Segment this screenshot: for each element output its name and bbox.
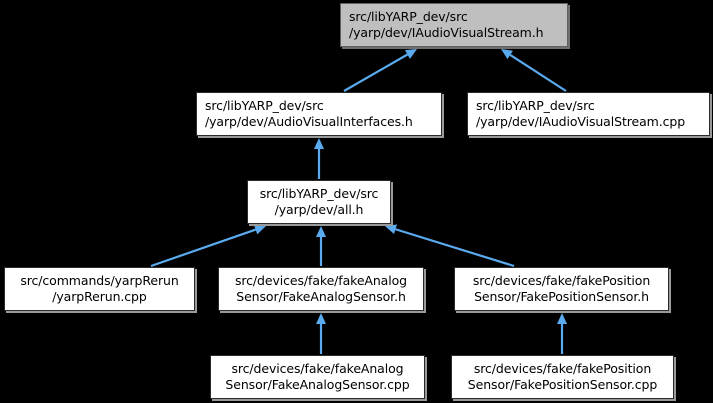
edge-fakeanalogsensorh-to-allh — [316, 226, 326, 266]
node-label-line2: Sensor/FakePositionSensor.h — [474, 289, 649, 304]
node-label-line1: src/devices/fake/fakePosition — [472, 273, 651, 288]
node-label-line1: src/devices/fake/fakeAnalog — [234, 273, 408, 288]
node-label-line1: src/libYARP_dev/src — [476, 98, 595, 113]
node-label-line2: Sensor/FakeAnalogSensor.cpp — [225, 377, 410, 392]
node-all-h[interactable]: src/libYARP_dev/src/yarp/dev/all.h — [247, 180, 391, 224]
edge-fakepositionsensorcpp-to-fakepositionsensorh — [557, 313, 567, 354]
edge-allh-to-audiovisualinterfaces — [314, 138, 324, 179]
node-label-line1: src/libYARP_dev/src — [349, 9, 468, 24]
edge-yarprerun-to-allh — [150, 224, 266, 268]
node-label-line1: src/libYARP_dev/src — [259, 186, 379, 201]
node-label-line1: src/devices/fake/fakeAnalog — [231, 361, 404, 376]
node-label-line1: src/devices/fake/fakePosition — [473, 361, 652, 376]
edge-fakepositionsensorh-to-allh — [385, 224, 515, 268]
node-audiovisualinterfaces-h[interactable]: src/libYARP_dev/src/yarp/dev/AudioVisual… — [196, 92, 442, 136]
node-label-line2: Sensor/FakeAnalogSensor.h — [236, 289, 406, 304]
node-label-line2: /yarp/dev/AudioVisualInterfaces.h — [205, 114, 413, 129]
node-label-line2: /yarp/dev/IAudioVisualStream.cpp — [476, 114, 686, 129]
node-iaudiovisualstream-h[interactable]: src/libYARP_dev/src/yarp/dev/IAudioVisua… — [340, 3, 568, 47]
edge-fakeanalogsensorcpp-to-fakeanalogsensorh — [316, 313, 326, 354]
node-yarprerun-cpp[interactable]: src/commands/yarpRerun/yarpRerun.cpp — [4, 267, 195, 311]
edge-iaudiovisualstreamcpp-to-iaudiovisualstream-h — [501, 49, 567, 92]
node-iaudiovisualstream-cpp[interactable]: src/libYARP_dev/src/yarp/dev/IAudioVisua… — [467, 92, 710, 136]
node-label-line2: /yarp/dev/IAudioVisualStream.h — [349, 25, 544, 40]
node-label-line2: /yarpRerun.cpp — [52, 289, 147, 304]
node-label-line2: Sensor/FakePositionSensor.cpp — [467, 377, 658, 392]
edge-audiovisualinterfaces-to-iaudiovisualstream-h — [343, 49, 417, 92]
node-label-line1: src/commands/yarpRerun — [20, 273, 179, 288]
node-label-line2: /yarp/dev/all.h — [274, 202, 364, 217]
node-label-line1: src/libYARP_dev/src — [205, 98, 324, 113]
